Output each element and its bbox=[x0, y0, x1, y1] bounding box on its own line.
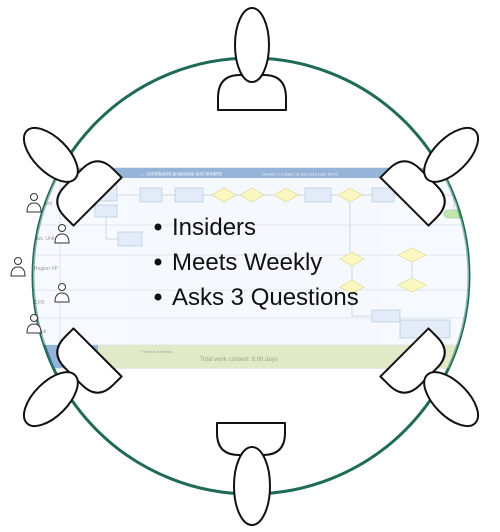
person-head-icon bbox=[23, 371, 79, 427]
lane-label-cfo: CFO bbox=[34, 300, 45, 306]
process-map-background: … contributed proposals and tenders Vers… bbox=[33, 167, 469, 369]
diagram-title: … contributed proposals and tenders bbox=[140, 172, 222, 178]
person-head-icon bbox=[233, 446, 271, 526]
process-box bbox=[304, 187, 332, 203]
process-box bbox=[117, 231, 143, 247]
bullet-dot-icon bbox=[154, 293, 162, 301]
chair-icon bbox=[217, 74, 287, 111]
person-head-icon bbox=[23, 127, 79, 183]
bullet-insiders: Insiders bbox=[172, 214, 256, 241]
diagram-footer-weeks: 7 Weeks 8 Weeks bbox=[140, 349, 172, 354]
process-box bbox=[371, 187, 395, 203]
bullet-asks-questions: Asks 3 Questions bbox=[172, 284, 359, 311]
lane-label-bus-unit: Bus. Unit bbox=[34, 236, 55, 242]
user-icon bbox=[26, 314, 42, 334]
person-head-icon bbox=[234, 7, 270, 83]
lane-label-region-vp: Region VP bbox=[34, 266, 59, 272]
process-box bbox=[139, 187, 163, 203]
seated-person-lower-right bbox=[379, 327, 479, 427]
seated-person-top bbox=[217, 7, 287, 111]
bullet-dot-icon bbox=[154, 258, 162, 266]
bullet-meets-weekly: Meets Weekly bbox=[172, 249, 322, 276]
person-head-icon bbox=[423, 371, 479, 427]
user-icons bbox=[10, 193, 70, 334]
user-icon bbox=[26, 193, 42, 213]
chair-icon bbox=[379, 327, 446, 394]
seated-person-upper-right bbox=[379, 127, 479, 227]
seated-person-upper-left bbox=[23, 127, 123, 227]
person-head-icon bbox=[423, 127, 479, 183]
chair-icon bbox=[56, 160, 123, 227]
process-box bbox=[174, 187, 204, 203]
process-box bbox=[94, 204, 118, 218]
bullet-dot-icon bbox=[154, 223, 162, 231]
diagram-footer-total: Total work content: 8.06 days bbox=[200, 357, 278, 363]
decision-diamond bbox=[239, 187, 265, 203]
bullet-list: Insiders Meets Weekly Asks 3 Questions bbox=[154, 214, 359, 311]
diagram-footer bbox=[33, 345, 469, 368]
seated-person-lower-left bbox=[23, 327, 123, 427]
seated-person-bottom bbox=[216, 422, 286, 526]
decision-diamond bbox=[397, 277, 427, 293]
process-box bbox=[371, 309, 401, 323]
user-icon bbox=[54, 283, 70, 303]
user-icon bbox=[54, 224, 70, 244]
decision-diamond bbox=[273, 187, 299, 203]
user-icon bbox=[10, 257, 26, 277]
chair-icon bbox=[56, 327, 123, 394]
decision-diamond bbox=[211, 187, 237, 203]
chair-icon bbox=[379, 160, 446, 227]
diagram-header-meta: Version: 1.4 Date: 15 Jun 2019 Last: 00:… bbox=[262, 172, 339, 177]
diagram-header-bar bbox=[33, 168, 469, 178]
